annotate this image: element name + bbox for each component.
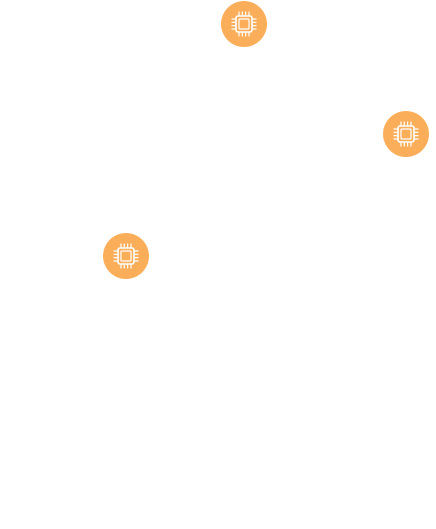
chip-icon [229, 9, 259, 39]
chip-node[interactable] [103, 233, 149, 279]
chip-icon [111, 241, 141, 271]
chip-icon [391, 119, 421, 149]
chip-node[interactable] [221, 1, 267, 47]
chip-node[interactable] [383, 111, 429, 157]
